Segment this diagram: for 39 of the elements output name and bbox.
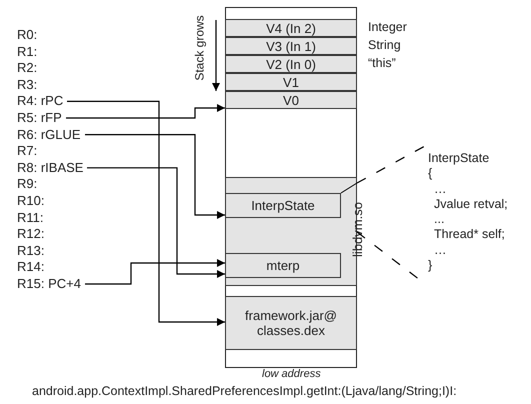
register-label: R12: — [17, 226, 44, 242]
memory-slot: mterp — [225, 253, 341, 278]
arrow — [85, 134, 225, 219]
register-label: R14: — [17, 259, 44, 274]
struct-definition: InterpState { … Jvalue retval; ... Thread* self; … } — [428, 151, 528, 281]
register-label: R8: rIBASE — [17, 160, 88, 176]
type-annotation: “this” — [368, 56, 396, 70]
register-label: R13: — [17, 242, 44, 258]
register-label: R15: PC+4 — [17, 276, 85, 292]
direction-label: Stack grows — [192, 15, 207, 81]
memory-slot: V1 — [225, 73, 357, 91]
register-label: R3: — [17, 76, 38, 92]
memory-slot: V2 (In 0) — [225, 55, 357, 73]
register-label: R4: rPC — [17, 93, 68, 110]
region-label: libdvm.so — [350, 202, 365, 257]
register-label: R11: — [17, 210, 44, 225]
type-annotation: String — [368, 38, 401, 52]
memory-slot: InterpState — [225, 193, 341, 218]
memory-slot: V0 — [225, 91, 357, 109]
register-label: R6: rGLUE — [17, 126, 85, 143]
register-label: R2: — [17, 60, 38, 76]
axis-label: low address — [262, 368, 321, 380]
register-label: R0: — [17, 27, 38, 42]
memory-slot: V4 (In 2) — [225, 19, 357, 37]
arrow — [87, 167, 225, 278]
register-label: R1: — [17, 44, 38, 59]
type-annotation: Integer — [368, 20, 407, 34]
register-label: R9: — [17, 176, 38, 192]
arrow — [67, 100, 225, 326]
zoom-line — [356, 232, 420, 280]
arrow — [66, 104, 225, 119]
register-label: R7: — [17, 143, 38, 158]
register-label: R10: — [17, 193, 44, 208]
register-label: R5: rFP — [17, 110, 66, 126]
memory-slot: framework.jar@ classes.dex — [225, 296, 357, 350]
memory-slot: V3 (In 1) — [225, 37, 357, 55]
caption: android.app.ContextImpl.SharedPreferencesImpl.getInt:(Ljava/lang/String;I)I: — [32, 384, 457, 398]
arrow — [85, 259, 225, 285]
zoom-line — [356, 145, 426, 184]
